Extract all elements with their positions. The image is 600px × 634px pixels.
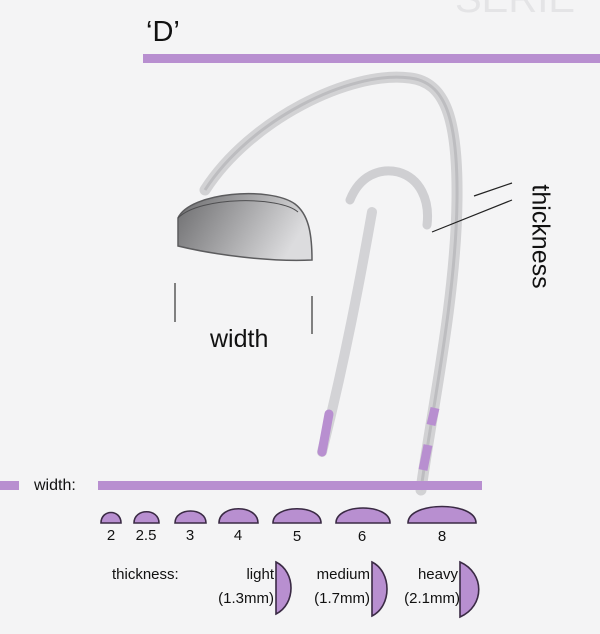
d-profile-shape (177, 192, 313, 262)
thickness-icon-medium (371, 560, 388, 618)
width-annotation: width (210, 325, 269, 353)
leg-accent-left (317, 409, 334, 457)
profile-label: ‘D’ (146, 16, 180, 48)
thickness-medium-name: medium (316, 566, 370, 583)
width-size-label: 8 (437, 528, 447, 545)
leg-accent-right-bottom (418, 444, 433, 471)
thickness-annotation: thickness (526, 184, 555, 289)
thickness-pointer-lower (431, 199, 513, 233)
width-icon-3 (174, 510, 207, 524)
width-size-label: 3 (185, 527, 195, 544)
top-accent-bar (143, 54, 600, 63)
thickness-scale-label: thickness: (112, 566, 179, 583)
thickness-heavy-name: heavy (417, 566, 458, 583)
thickness-pointer-upper (473, 182, 513, 197)
thickness-medium-value: (1.7mm) (314, 590, 370, 607)
thickness-icon-heavy (459, 560, 480, 619)
width-size-label: 2.5 (135, 527, 157, 544)
width-icon-4 (218, 508, 259, 524)
thickness-light-name: light (246, 566, 274, 583)
d-profile-highlight (177, 200, 299, 219)
ring-band-inner (345, 166, 433, 230)
width-size-label: 4 (233, 527, 243, 544)
width-bar-right (98, 481, 482, 490)
width-scale-label: width: (34, 477, 76, 494)
leg-accent-right-top (426, 406, 440, 427)
width-icon-6 (335, 507, 391, 524)
ghost-text: SERIE (455, 0, 575, 21)
width-bar-left (0, 481, 19, 490)
thickness-light-value: (1.3mm) (218, 590, 274, 607)
width-size-label: 5 (292, 528, 302, 545)
width-icon-5 (272, 507, 322, 524)
width-size-label: 2 (106, 527, 116, 544)
width-size-label: 6 (357, 528, 367, 545)
thickness-icons (275, 560, 480, 619)
width-icon-8 (407, 505, 477, 524)
ring-band-outer-edge (203, 75, 459, 491)
width-icons (100, 505, 477, 524)
width-icon-2 (100, 511, 122, 524)
thickness-icon-light (275, 560, 292, 616)
width-icon-2-5 (133, 510, 160, 524)
thickness-heavy-value: (2.1mm) (404, 590, 460, 607)
